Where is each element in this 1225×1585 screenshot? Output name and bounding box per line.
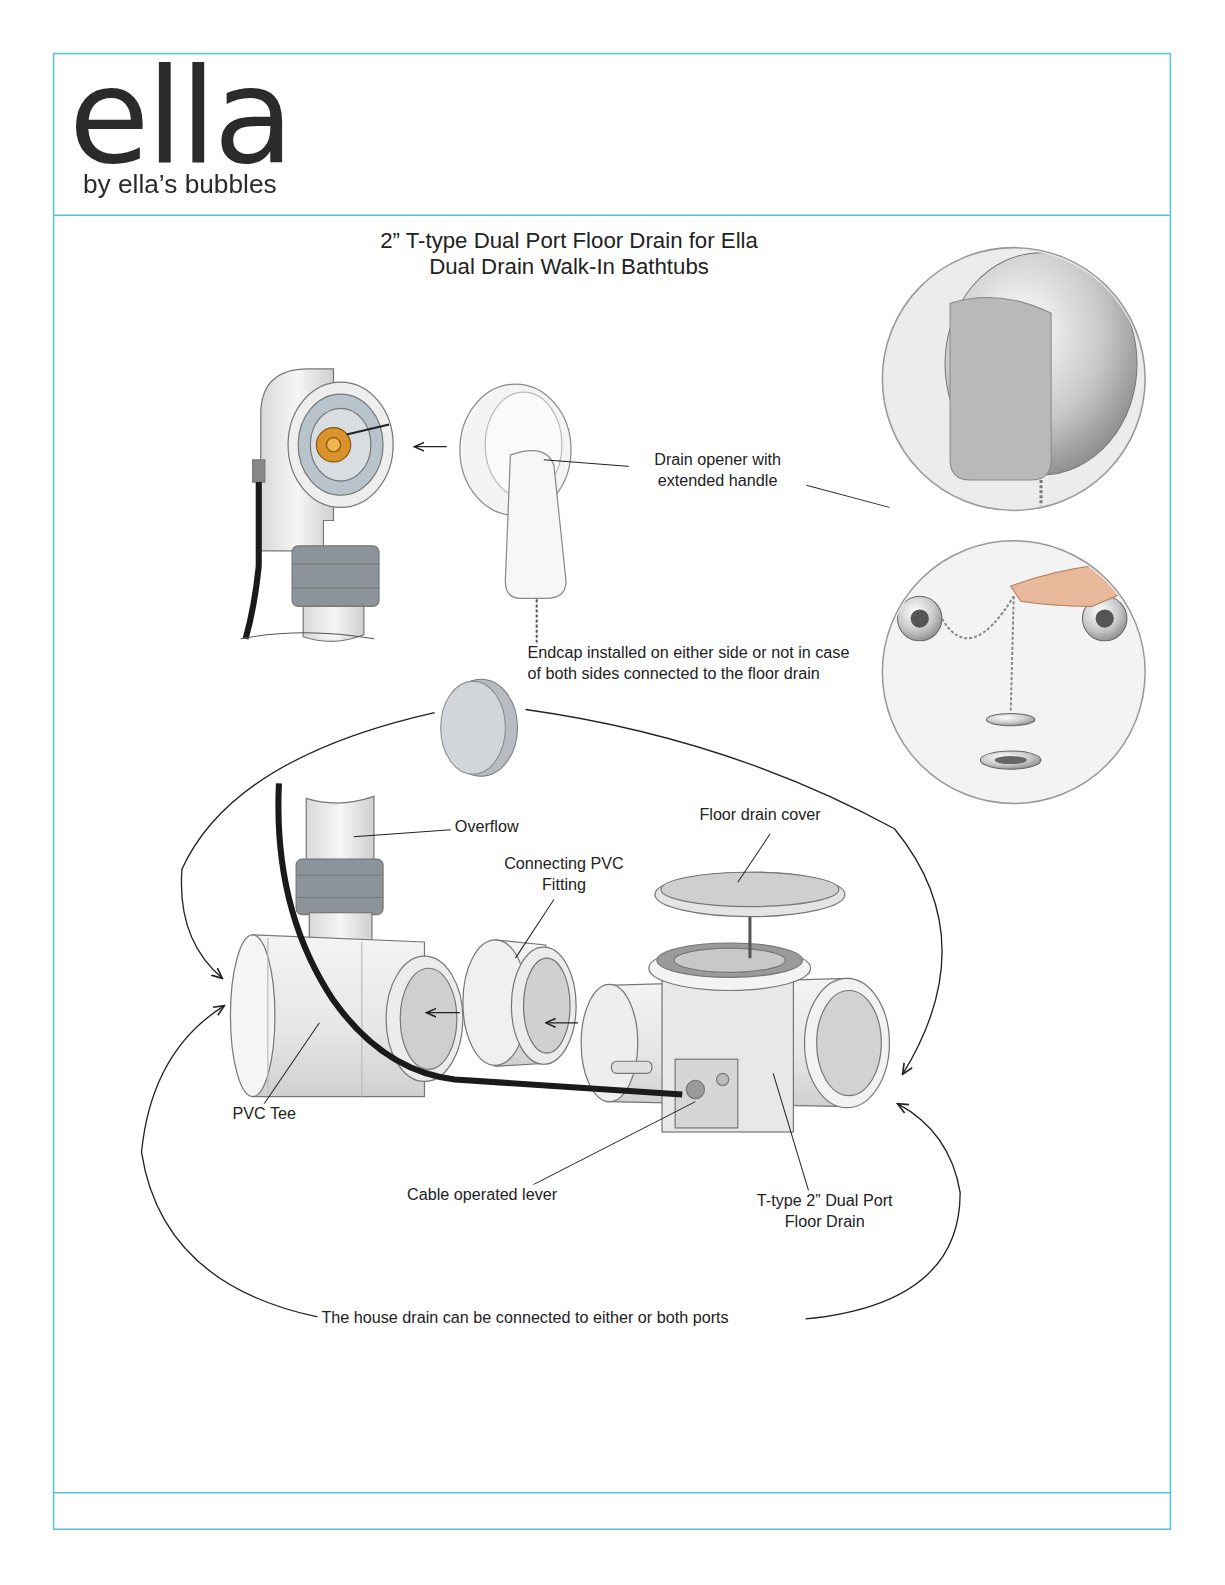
callout-label: Overflow xyxy=(453,817,521,838)
callout-label: PVC Tee xyxy=(230,1104,298,1125)
leader-line xyxy=(261,460,890,1191)
photo-tub-chain xyxy=(879,536,1152,809)
title: 2” T-type Dual Port Floor Drain for Ella… xyxy=(369,227,769,280)
frame xyxy=(54,54,1171,1530)
direction-arrow xyxy=(427,1012,460,1013)
note: The house drain can be connected to eith… xyxy=(319,1308,730,1329)
callout-label: Drain opener with extended handle xyxy=(629,450,807,492)
connecting-fitting xyxy=(463,940,576,1066)
callout-label: Floor drain cover xyxy=(697,805,822,826)
curved-arrow xyxy=(141,710,960,1319)
cable xyxy=(278,783,682,1094)
callout-label: T-type 2” Dual Port Floor Drain xyxy=(750,1191,900,1233)
pvc-tee xyxy=(230,796,462,1096)
callout-label: Cable operated lever xyxy=(404,1185,560,1206)
direction-arrow xyxy=(546,1022,578,1023)
drain-opener xyxy=(460,384,571,598)
callout-label: Connecting PVC Fitting xyxy=(483,854,645,896)
elbow-fitting xyxy=(241,369,394,641)
logo-byline: by ella’s bubbles xyxy=(81,170,279,199)
logo-text: ella xyxy=(69,51,291,182)
endcap xyxy=(441,679,518,776)
callout-label: Endcap installed on either side or not i… xyxy=(526,643,859,685)
direction-arrow xyxy=(414,446,446,447)
photo-drain-opener xyxy=(879,243,1152,516)
